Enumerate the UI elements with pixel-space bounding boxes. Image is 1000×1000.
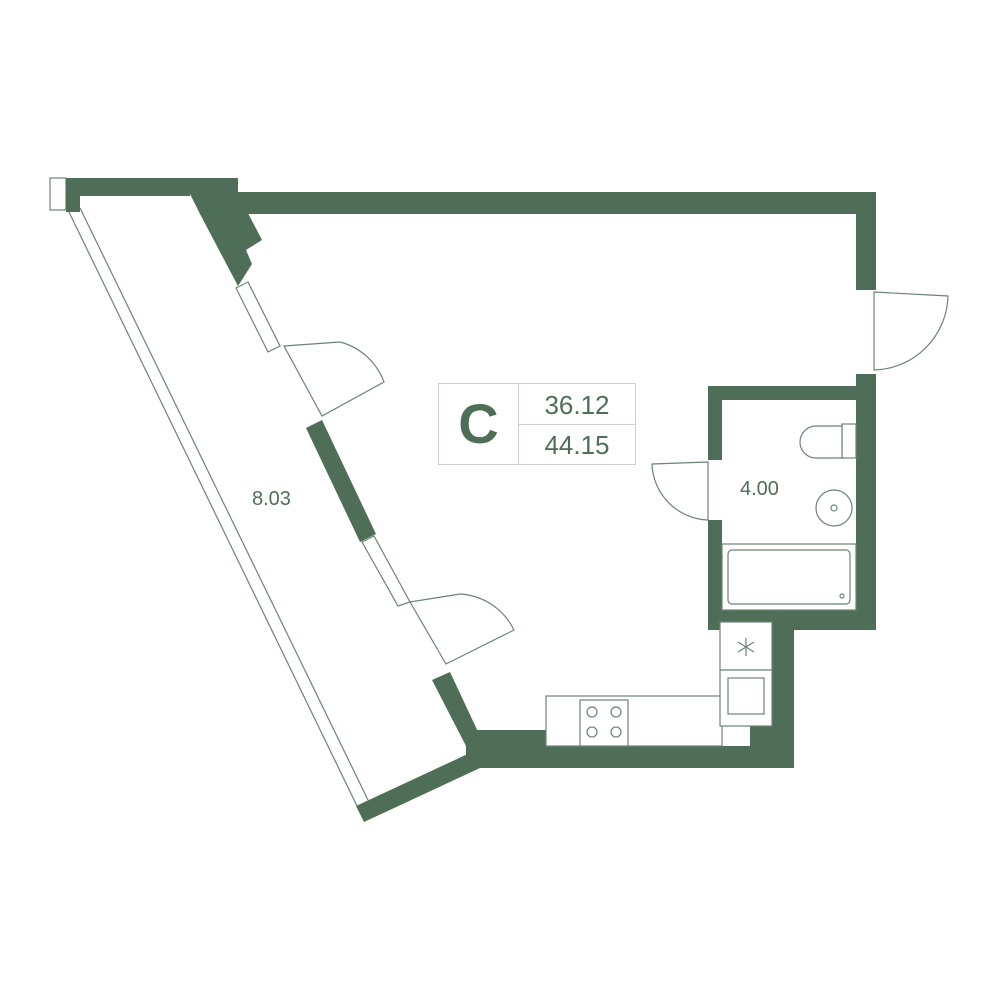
sink-icon [815, 489, 853, 527]
living-area-value: 36.12 [544, 390, 610, 420]
unit-type-legend: C 36.12 44.15 [438, 383, 636, 465]
legend-divider [518, 424, 635, 425]
total-area-value: 44.15 [544, 430, 610, 460]
unit-type-letter: C [458, 392, 499, 455]
shaft-icon [719, 669, 773, 727]
bathroom-area-label: 4.00 [740, 478, 779, 500]
toilet-icon [799, 423, 857, 459]
balcony-door-frames [235, 281, 411, 607]
balcony-window-frame [49, 177, 369, 809]
bathroom-fixtures [721, 423, 857, 611]
door-swings [283, 291, 949, 665]
stove-icon [579, 699, 629, 747]
ventilation-icon [719, 621, 773, 671]
bathtub-icon [721, 543, 857, 611]
balcony-area-label: 8.03 [252, 488, 291, 510]
kitchen-counter [545, 621, 773, 747]
